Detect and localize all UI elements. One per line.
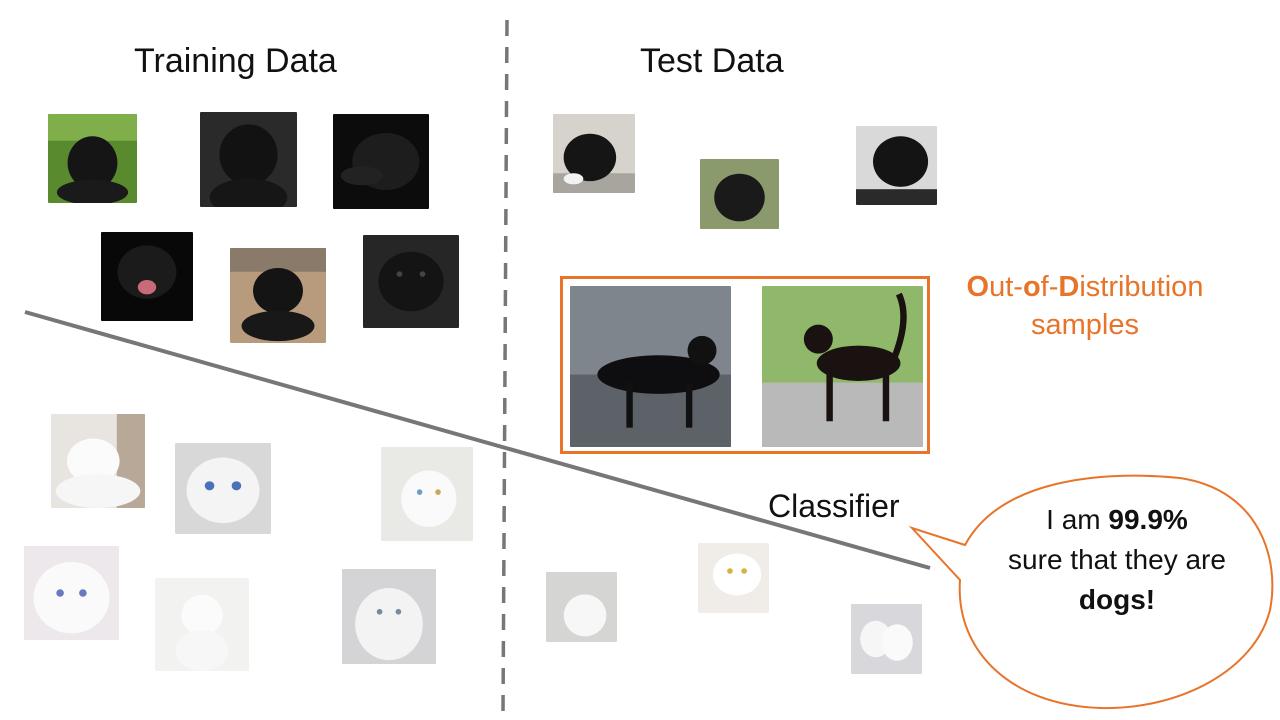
test-cat-image-3 xyxy=(851,604,922,674)
training-cat-image-5 xyxy=(155,578,249,671)
training-cat-image-6 xyxy=(342,569,436,664)
claim-value: dogs! xyxy=(1078,584,1156,615)
training-cat-image-1 xyxy=(51,414,145,508)
ood-label-line2: samples xyxy=(1031,309,1139,341)
ood-label: Out-of-Distribution samples xyxy=(950,268,1220,344)
decision-boundary xyxy=(24,310,931,570)
speech-bubble xyxy=(908,474,1274,710)
training-dog-image-1 xyxy=(48,114,137,203)
ood-label-line1: Out-of-Distribution xyxy=(966,271,1204,303)
training-cat-image-4 xyxy=(24,546,119,640)
training-cat-image-2 xyxy=(175,443,271,534)
test-dog-image-3 xyxy=(856,126,937,205)
classifier-label: Classifier xyxy=(768,488,900,524)
confidence-value: 99.9% xyxy=(1108,504,1188,535)
ood-cat-image-2 xyxy=(762,286,923,447)
training-data-heading: Training Data xyxy=(134,42,337,80)
training-dog-image-6 xyxy=(363,235,459,328)
training-dog-image-5 xyxy=(230,248,326,343)
ood-samples-box xyxy=(560,276,930,454)
test-dog-image-2 xyxy=(700,159,779,229)
test-cat-image-2 xyxy=(698,543,769,613)
test-dog-image-1 xyxy=(553,114,635,193)
training-dog-image-2 xyxy=(200,112,297,207)
ood-cat-image-1 xyxy=(570,286,731,447)
training-cat-image-3 xyxy=(381,447,473,541)
training-dog-image-3 xyxy=(333,114,429,209)
train-test-divider xyxy=(501,19,509,713)
speech-bubble-text: I am 99.9% sure that they are dogs! xyxy=(1008,504,1226,615)
test-data-heading: Test Data xyxy=(640,42,784,80)
test-cat-image-1 xyxy=(546,572,617,642)
training-dog-image-4 xyxy=(101,232,193,321)
